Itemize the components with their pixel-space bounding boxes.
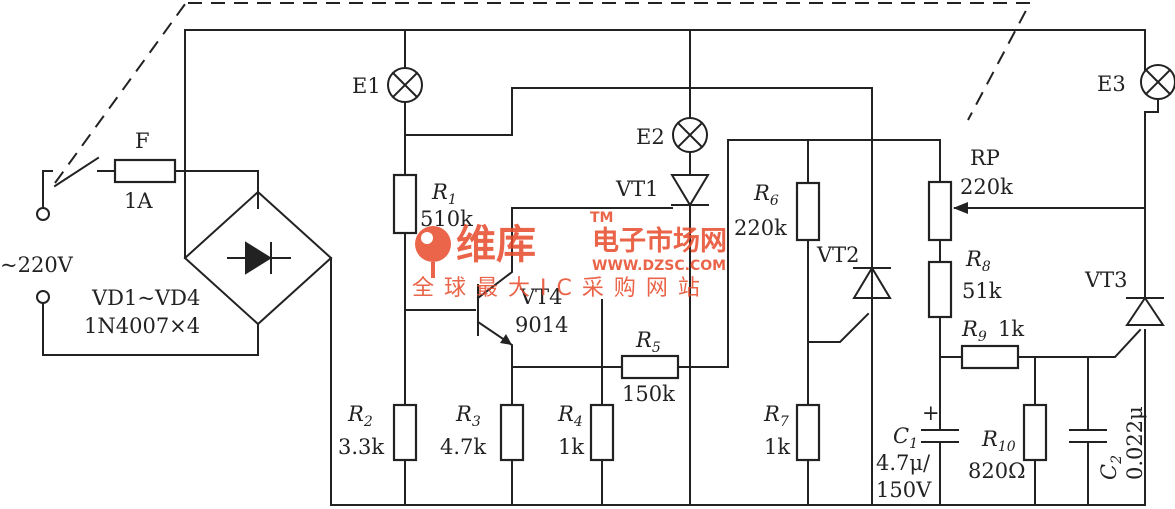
wire-e1-to-vt2 [404,87,873,506]
lamp-e3 [1140,64,1175,299]
vt4-part: 9014 [515,313,568,337]
bridge-rectifier [183,29,1146,506]
fuse-f [113,158,259,209]
c2-label-group: C2 [1097,455,1125,480]
c2-label: C2 [1097,455,1125,480]
r10-label: R10 [981,427,1016,455]
r10-value: 820Ω [968,459,1026,483]
r4-value: 1k [558,435,584,459]
bridge-label: VD1~VD4 [91,286,200,310]
c1-polarity: + [922,401,940,425]
c1-value-line1: 4.7μ/ [876,451,931,475]
r2-value: 3.3k [338,435,384,459]
resistor-r1 [392,173,418,406]
r8-value: 51k [962,279,1002,303]
resistor-r3 [499,403,525,506]
watermark: 维库 TM 电子市场网 WWW.DZSC.COM 全球最大IC采购网站 [412,210,727,301]
resistor-r2 [392,403,418,506]
r9-label: R9 [961,317,987,345]
vt1-label: VT1 [615,177,659,201]
watermark-tagline: 电子市场网 [592,225,727,257]
c1-label: C1 [893,424,918,452]
r4-label: R4 [557,402,583,430]
watermark-url: WWW.DZSC.COM [592,258,726,274]
rp-label: RP [970,146,1000,170]
mains-switch [53,156,100,188]
fuse-label: F [135,129,150,153]
mains-input [36,156,259,356]
vt3-label: VT3 [1084,268,1128,292]
resistor-r8 [927,260,953,431]
capacitor-c1 [921,429,959,506]
thyristor-vt3 [1125,296,1165,326]
watermark-slogan: 全球最大IC采购网站 [412,276,710,301]
thyristor-vt2 [807,266,892,343]
r6-label: R6 [753,181,779,209]
r5-value: 150k [622,382,675,406]
r7-value: 1k [764,435,790,459]
c1-value-line2: 150V [876,478,932,502]
c2-value-group: 0.022μ [1123,406,1147,480]
r1-label: R1 [431,180,457,208]
bridge-part: 1N4007×4 [84,314,200,338]
terminal-bottom [36,290,50,304]
lamp-e2-label: E2 [636,125,665,149]
r3-label: R3 [455,402,481,430]
c2-value: 0.022μ [1123,406,1147,480]
watermark-brand: 维库 [456,222,536,268]
watermark-logo-icon [415,226,451,278]
capacitor-c2 [1069,356,1107,506]
resistor-r5 [620,139,941,380]
resistor-r9 [939,328,1142,370]
thyristor-vt1 [670,174,710,506]
rp-value: 220k [960,175,1013,199]
r5-label: R5 [635,328,661,356]
wire-vt4-to-vt1 [511,207,673,246]
lamp-e1-label: E1 [352,74,381,98]
vt4-label: VT4 [519,285,563,309]
r9-value: 1k [998,317,1024,341]
resistor-r7 [795,403,821,506]
watermark-tm: TM [590,210,613,226]
switch-linkage-dashed [54,0,1032,184]
r7-label: R7 [763,402,789,430]
lamp-e2 [672,29,708,176]
potentiometer-rp [927,180,1146,263]
lamp-e1 [387,29,423,176]
resistor-r4 [589,299,615,506]
resistor-r10 [1022,356,1048,506]
r2-label: R2 [347,402,373,430]
supply-voltage: ~220V [0,253,74,277]
resistor-r6 [795,139,821,406]
lamp-e3-label: E3 [1097,72,1126,96]
fuse-rating: 1A [124,189,153,213]
terminal-top [36,207,50,221]
transistor-vt4 [404,244,513,406]
r6-value: 220k [734,216,787,240]
vt2-label: VT2 [816,243,860,267]
r8-label: R8 [965,247,991,275]
r3-value: 4.7k [440,435,486,459]
